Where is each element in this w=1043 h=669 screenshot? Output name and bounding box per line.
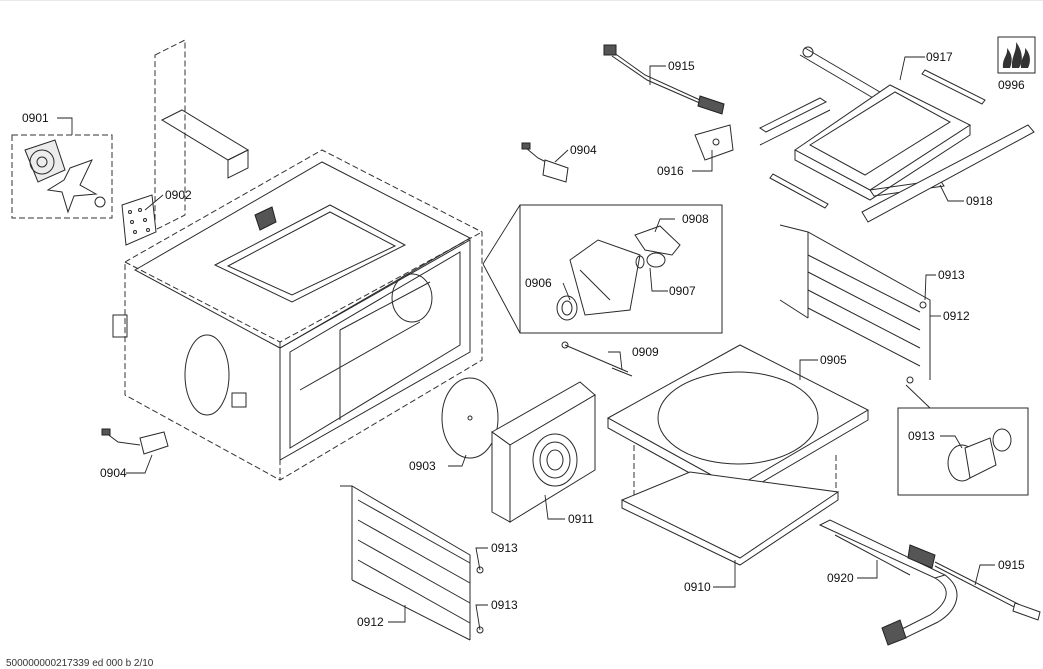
part-0902-plate	[121, 194, 157, 246]
part-0909-sensor	[561, 341, 633, 377]
part-0904-connector-left	[101, 428, 169, 455]
part-0918-strip	[861, 124, 1035, 223]
label-0908: 0908	[682, 212, 709, 226]
part-0903-round-plate	[441, 377, 499, 459]
label-0911: 0911	[568, 512, 594, 526]
label-0905: 0905	[820, 353, 847, 367]
label-0913-detail: 0913	[908, 429, 935, 443]
label-0915-top: 0915	[668, 59, 695, 73]
part-0910-tray	[620, 445, 840, 566]
label-0912-right: 0912	[943, 309, 970, 323]
label-0904-top: 0904	[570, 143, 597, 157]
label-0920: 0920	[827, 571, 854, 585]
label-0904-left: 0904	[100, 466, 127, 480]
label-0907: 0907	[669, 284, 696, 298]
part-0912-rack-left	[340, 485, 484, 641]
part-0904-connector-top	[521, 142, 569, 183]
label-0916: 0916	[657, 164, 684, 178]
part-0915-cable-top	[603, 44, 734, 161]
label-0902: 0902	[165, 188, 192, 202]
label-0915-bottom: 0915	[998, 558, 1025, 572]
label-0903: 0903	[409, 459, 436, 473]
label-0906: 0906	[525, 276, 552, 290]
label-0910: 0910	[684, 580, 711, 594]
part-0905-bottom-panel	[606, 344, 870, 499]
detail-box-door-lock	[482, 204, 723, 334]
label-0913-bottom-b: 0913	[491, 598, 518, 612]
part-labels: 0901 0902 0904 0904 0915 0916 0917 0996 …	[22, 50, 1025, 629]
part-0911-fan-cover	[491, 381, 596, 523]
label-0913-bottom-a: 0913	[491, 541, 518, 555]
label-0901: 0901	[22, 111, 49, 125]
part-0912-rack-right	[779, 224, 931, 384]
label-0996: 0996	[998, 78, 1025, 92]
oven-cavity	[112, 39, 483, 481]
label-0918: 0918	[966, 194, 993, 208]
leader-lines	[57, 56, 995, 631]
label-0913-right-top: 0913	[938, 268, 965, 282]
part-0920-burner	[818, 519, 958, 646]
detail-box-0913	[897, 384, 1029, 496]
part-0915-cable-bottom	[907, 544, 1041, 621]
top-border	[0, 0, 1043, 1]
flame-logo-icon	[997, 36, 1036, 74]
footer-code: 500000000217339 ed 000 b 2/10	[6, 658, 154, 669]
part-0901-fan-motor	[11, 134, 113, 219]
label-0912-left: 0912	[357, 615, 384, 629]
label-0917: 0917	[926, 50, 953, 64]
label-0909: 0909	[632, 345, 659, 359]
part-0917-grill-element	[759, 46, 986, 209]
